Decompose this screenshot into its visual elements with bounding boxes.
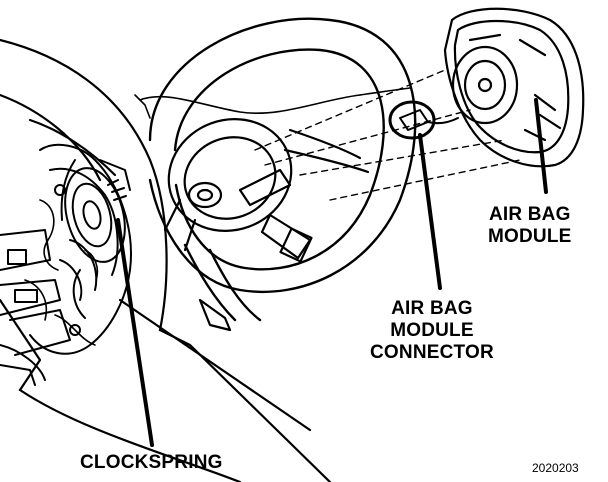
- steering-wheel-rim: [148, 17, 417, 322]
- module-leader: [534, 98, 548, 194]
- air-bag-module-label: AIR BAG MODULE: [488, 204, 572, 247]
- figure-number: 2020203: [532, 461, 579, 475]
- leader-lines: [116, 98, 548, 447]
- hub-wire: [134, 87, 411, 119]
- connector-leader: [418, 133, 442, 290]
- air-bag-module-connector-label: AIR BAG MODULE CONNECTOR: [370, 298, 494, 363]
- air-bag-module-connector: [388, 100, 459, 140]
- steering-column: [0, 143, 132, 386]
- clockspring-leader: [116, 218, 154, 447]
- clockspring-label: CLOCKSPRING: [80, 452, 223, 473]
- air-bag-module: [443, 7, 585, 168]
- wiring-harness: [24, 199, 99, 346]
- alignment-guides: [254, 69, 521, 201]
- steering-wheel-hub: [163, 118, 370, 332]
